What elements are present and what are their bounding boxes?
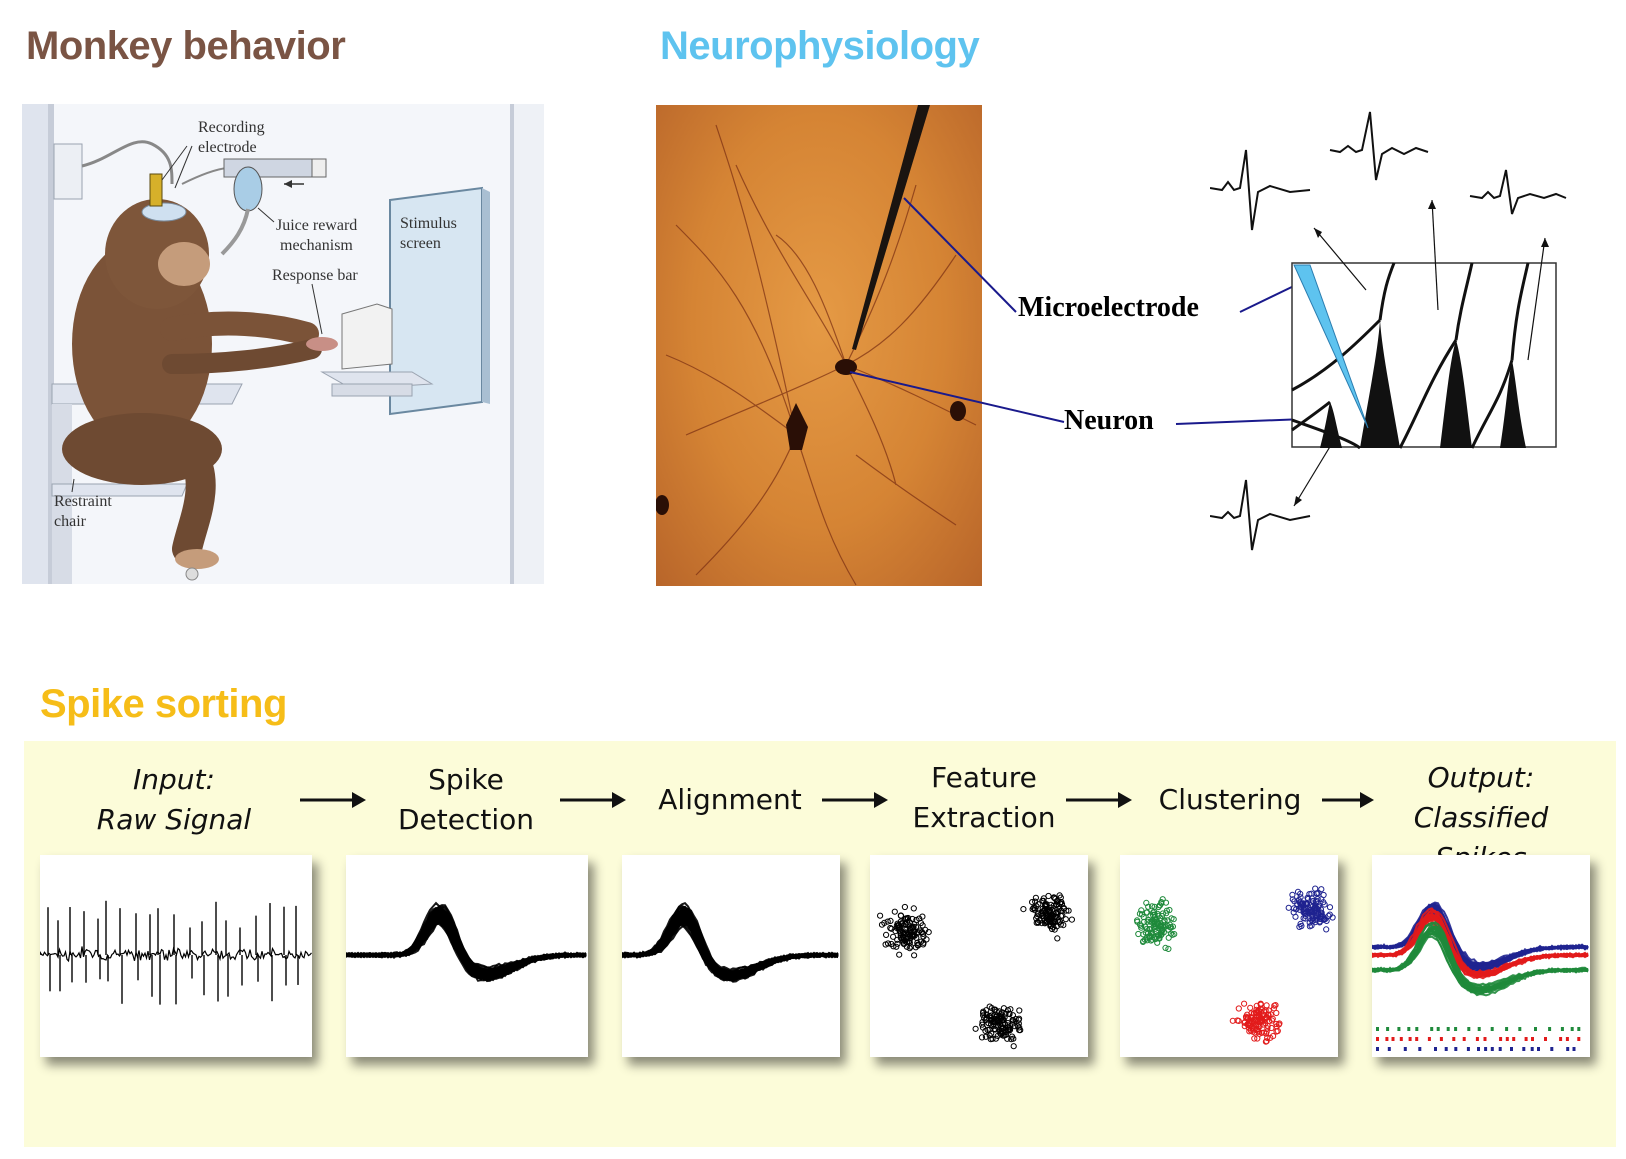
neuron-label: Neuron: [1064, 405, 1154, 436]
arrow-right-icon: [1322, 792, 1374, 808]
microelectrode-connector: [903, 197, 1017, 313]
raw-signal-trace: [39, 900, 312, 1005]
response-bar-label: Response bar: [272, 267, 358, 284]
step-alignment: Alignment: [658, 783, 802, 816]
cluster-scatter-plot: [1134, 885, 1336, 1045]
electrode-schematic: [1209, 110, 1610, 580]
neuron-connector: [849, 371, 1065, 423]
spike-detection-card: [345, 855, 588, 1057]
feature-scatter-plot: [877, 892, 1075, 1050]
neuron-micrograph: [655, 105, 982, 586]
clustering-card: [1120, 855, 1338, 1057]
step-clustering: Clustering: [1158, 783, 1302, 816]
neurophysiology-title: Neurophysiology: [660, 24, 980, 68]
arrow-right-icon: [1066, 792, 1132, 808]
classified-spikes-card: [1371, 855, 1590, 1057]
monkey-drawing: [22, 104, 544, 584]
arrow-right-icon: [560, 792, 626, 808]
arrow-right-icon: [300, 792, 366, 808]
monkey-behavior-title: Monkey behavior: [26, 24, 346, 68]
microelectrode-label: Microelectrode: [1018, 292, 1199, 323]
step-input: Input:Raw Signal: [96, 763, 252, 836]
microelectrode-connector-right: [1239, 283, 1299, 313]
electrode-schematic-drawing: [1209, 111, 1567, 551]
spike-sorting-title: Spike sorting: [40, 682, 287, 726]
feature-extraction-card: [870, 855, 1088, 1057]
classified-spikes-plot: [1371, 901, 1589, 1051]
detected-spikes-plot: [345, 901, 587, 983]
neuron-micrograph-drawing: [655, 105, 977, 586]
raw-signal-card: [39, 855, 312, 1057]
alignment-card: [621, 855, 840, 1057]
arrow-right-icon: [822, 792, 888, 808]
aligned-spikes-plot: [621, 902, 839, 983]
